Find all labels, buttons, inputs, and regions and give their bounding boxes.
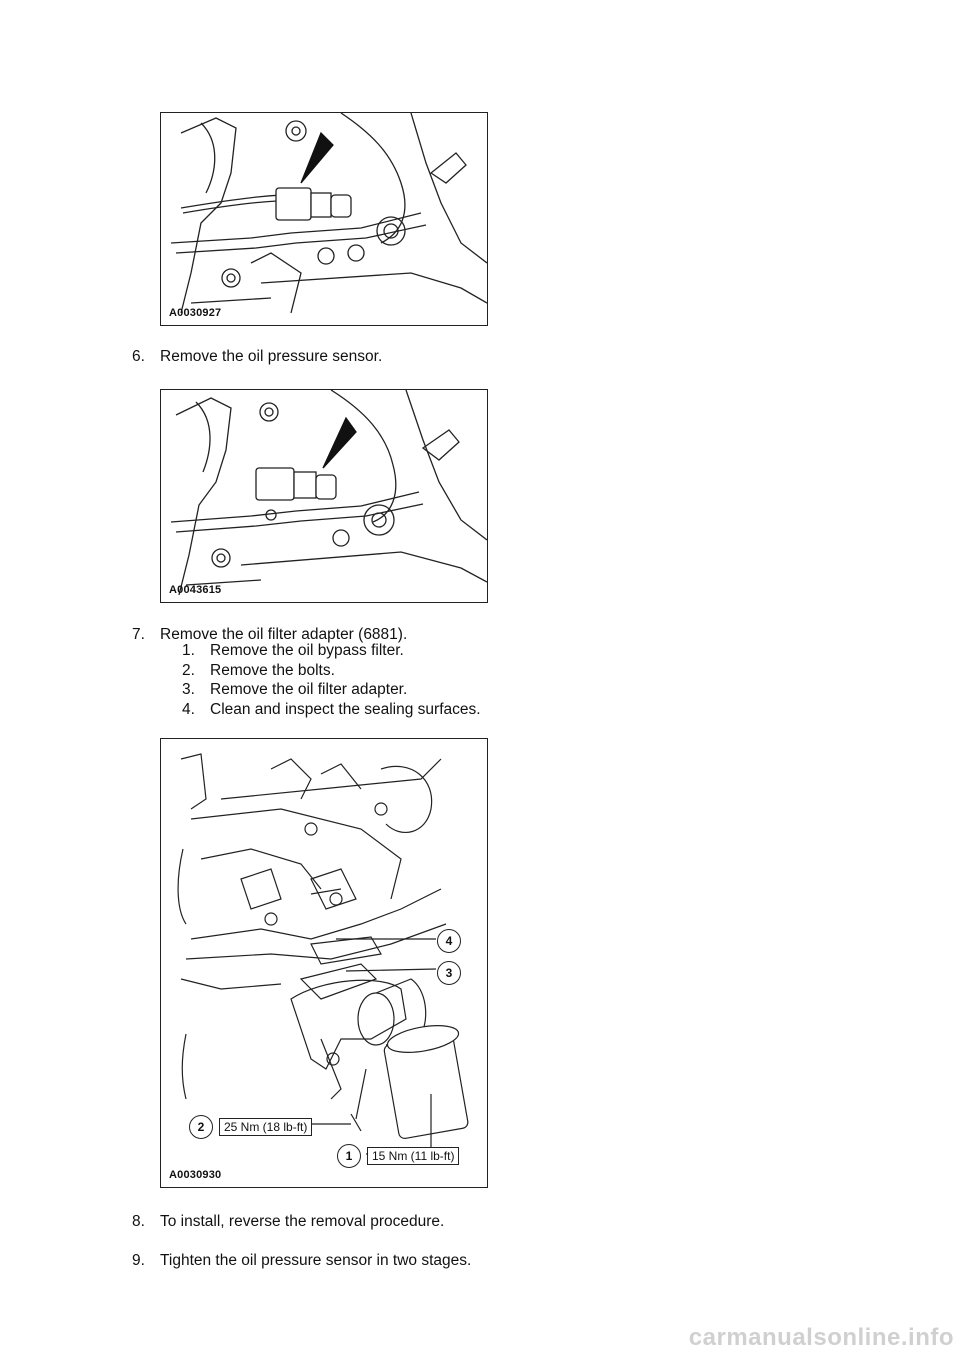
substep-text: Remove the bolts. <box>210 661 335 679</box>
substep-item: 1. Remove the oil bypass filter. <box>182 641 481 661</box>
figure-id-label: A0030927 <box>169 307 222 319</box>
substep-text: Remove the oil filter adapter. <box>210 681 408 698</box>
substep-list: 1. Remove the oil bypass filter. 2. Remove… <box>182 641 481 719</box>
substep-item: 2. Remove the bolts. <box>182 661 481 681</box>
step-text: To install, reverse the removal procedur… <box>160 1213 445 1230</box>
figure-sensor-location: A0030927 <box>160 112 488 326</box>
callout-2: 2 25 Nm (18 lb-ft) <box>189 1115 313 1139</box>
engine-illustration <box>170 390 487 596</box>
callout-3: 3 <box>437 961 461 985</box>
step-number: 8. <box>132 1213 145 1230</box>
callout-4: 4 <box>437 929 461 953</box>
step-number: 9. <box>132 1252 145 1269</box>
engine-illustration <box>177 753 469 1155</box>
substep-number: 1. <box>182 642 195 659</box>
callout-number: 4 <box>445 934 453 948</box>
step-number: 6. <box>132 348 145 365</box>
substep-item: 4. Clean and inspect the sealing surfaces… <box>182 700 481 720</box>
callout-circle: 2 <box>189 1115 213 1139</box>
step-7: 7. Remove the oil filter adapter (6881). <box>132 625 407 644</box>
step-text: Tighten the oil pressure sensor in two s… <box>160 1252 472 1269</box>
step-number: 7. <box>132 626 145 643</box>
torque-value: 15 Nm (11 lb-ft) <box>372 1149 455 1163</box>
figure-oil-filter-adapter: 4 3 2 25 Nm (18 lb-ft) 1 15 Nm (11 lb-ft… <box>160 738 488 1188</box>
callout-1: 1 15 Nm (11 lb-ft) <box>337 1144 460 1168</box>
watermark: carmanualsonline.info <box>688 1324 954 1351</box>
callout-circle: 1 <box>337 1144 361 1168</box>
step-9: 9. Tighten the oil pressure sensor in two… <box>132 1251 471 1270</box>
figure-sensor-removal: A0043615 <box>160 389 488 603</box>
substep-number: 3. <box>182 681 195 698</box>
step-8: 8. To install, reverse the removal proced… <box>132 1212 444 1231</box>
step-text: Remove the oil pressure sensor. <box>160 348 383 365</box>
step-text: Remove the oil filter adapter (6881). <box>160 626 408 643</box>
torque-box: 25 Nm (18 lb-ft) <box>219 1118 313 1136</box>
substep-item: 3. Remove the oil filter adapter. <box>182 680 481 700</box>
torque-value: 25 Nm (18 lb-ft) <box>224 1120 308 1134</box>
torque-box: 15 Nm (11 lb-ft) <box>367 1147 460 1165</box>
engine-illustration <box>170 113 487 314</box>
substep-number: 2. <box>182 661 195 679</box>
substep-text: Remove the oil bypass filter. <box>210 642 404 659</box>
substep-number: 4. <box>182 700 195 718</box>
callout-number: 1 <box>345 1149 353 1163</box>
callout-number: 2 <box>197 1120 205 1134</box>
substep-text: Clean and inspect the sealing surfaces. <box>210 700 481 718</box>
step-6: 6. Remove the oil pressure sensor. <box>132 347 382 366</box>
callout-number: 3 <box>445 966 453 980</box>
figure-id-label: A0030930 <box>169 1169 222 1181</box>
figure-id-label: A0043615 <box>169 584 222 596</box>
